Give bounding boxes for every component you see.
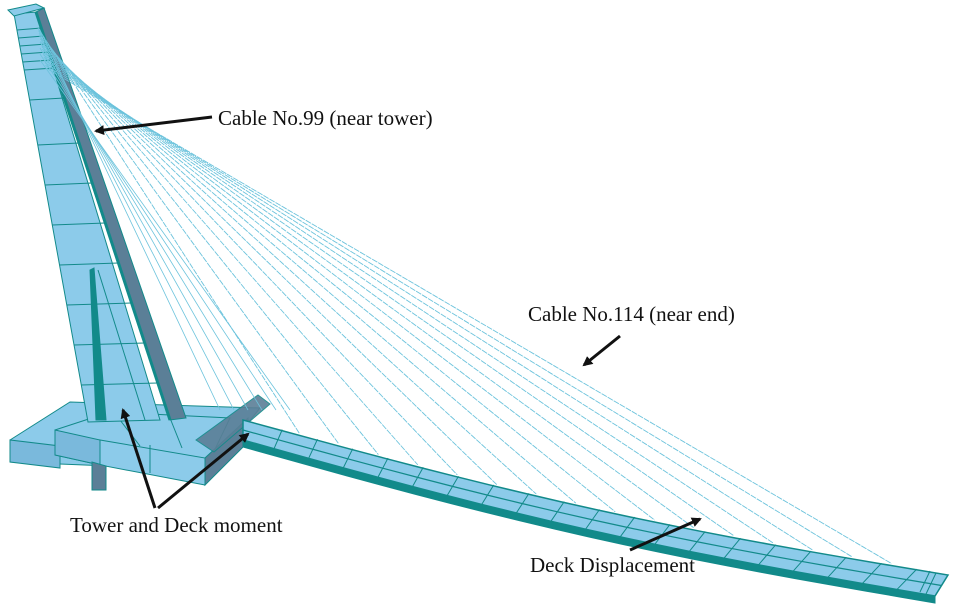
tower-segment-line <box>52 222 106 226</box>
tower-segment-line <box>74 342 145 346</box>
deck-bearing-plate <box>195 394 271 453</box>
foundation-pier <box>91 461 107 491</box>
deck-segment-line <box>515 493 530 515</box>
bridge-deck <box>242 419 950 604</box>
arrow-deck-displacement <box>629 517 702 552</box>
stay-cable <box>42 51 655 521</box>
label-cable-near-tower: Cable No.99 (near tower) <box>218 106 433 130</box>
tower-segment-line <box>44 182 93 186</box>
label-cable-near-end: Cable No.114 (near end) <box>528 302 735 326</box>
stay-cable <box>40 41 498 485</box>
label-deck-displacement: Deck Displacement <box>530 553 696 577</box>
deck-segment-line <box>411 466 424 488</box>
arrow-cable-near-tower <box>94 115 213 136</box>
tower-inner-leg <box>89 267 107 421</box>
annotation-arrows <box>94 115 702 552</box>
deck-segment-line <box>688 531 706 553</box>
deck-segment-line <box>480 484 495 506</box>
stay-cable <box>39 35 419 466</box>
tower-segment-line <box>81 382 158 386</box>
tower-front-face <box>13 11 161 423</box>
deck-segment-line <box>446 475 459 497</box>
tower-segment-line <box>66 302 132 306</box>
deck-segment-line <box>619 516 636 538</box>
deck-segment-line <box>826 556 847 579</box>
stay-cable <box>44 62 813 551</box>
tower-segment-line <box>21 51 50 55</box>
stay-cable <box>38 33 379 455</box>
stay-cable <box>45 64 853 558</box>
tower-segment-line <box>59 262 119 266</box>
deck-segment-line <box>273 429 283 450</box>
stay-cable <box>38 30 340 445</box>
foundation-front-face <box>9 439 61 469</box>
deck-segment-line <box>792 550 812 573</box>
deck-segment-line <box>584 509 600 531</box>
stay-cable <box>39 47 263 411</box>
tower-top-cap <box>6 3 46 17</box>
deck-segment-line <box>549 501 565 523</box>
tower-edge-stripe <box>34 11 172 421</box>
deck-segment-line <box>896 568 918 591</box>
arrow-tower-moment <box>120 408 157 509</box>
deck-segment-line <box>307 438 318 460</box>
foundation-edge-line <box>169 417 183 449</box>
stay-cable <box>44 59 774 544</box>
tower-segment-line <box>29 97 65 101</box>
deck-segment-line <box>757 544 777 566</box>
deck-segment-line <box>861 562 882 585</box>
tower-segment-line <box>37 142 80 146</box>
stay-cable <box>39 38 458 476</box>
tower-segment-line <box>16 27 42 31</box>
stay-cable <box>39 53 277 411</box>
stay-cable <box>41 46 577 504</box>
stay-cable <box>39 59 291 411</box>
arrow-cable-near-end <box>582 334 621 367</box>
stay-cable <box>43 54 695 529</box>
tower-inner-edge <box>97 269 146 421</box>
stay-cables <box>37 27 892 564</box>
stay-cable <box>45 67 892 564</box>
deck-segment-line <box>342 448 354 470</box>
deck-end-line <box>925 572 937 595</box>
label-tower-deck-moment: Tower and Deck moment <box>70 513 283 537</box>
deck-segment-line <box>723 537 741 560</box>
bridge-tower <box>6 3 187 423</box>
stay-cable <box>37 27 300 434</box>
stay-cable <box>40 43 537 495</box>
deck-top-surface <box>242 419 950 597</box>
stay-cable <box>39 35 235 411</box>
tower-segment-line <box>22 59 52 63</box>
stay-cable <box>39 41 249 411</box>
arrow-deck-moment <box>157 432 250 510</box>
deck-end-line <box>919 570 931 593</box>
deck-segment-line <box>376 457 389 479</box>
